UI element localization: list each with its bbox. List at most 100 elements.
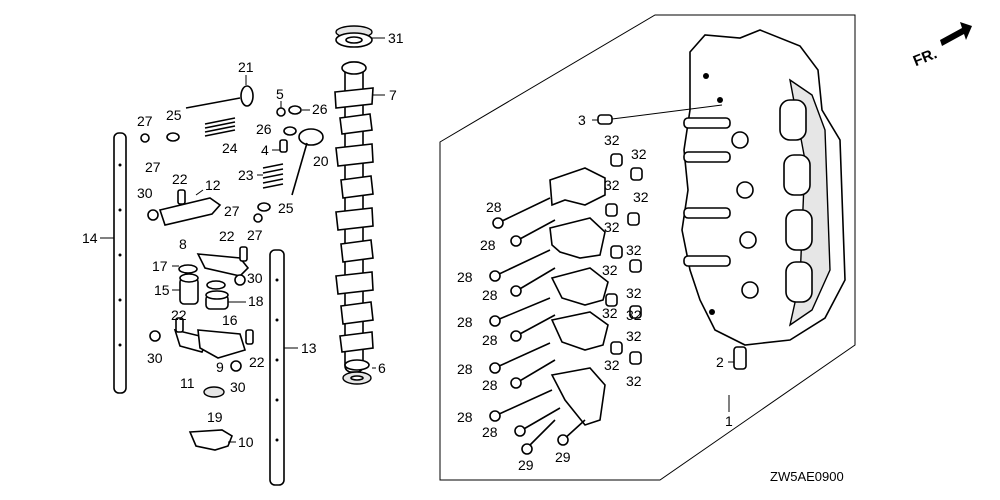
rocker-arm-12 (158, 197, 222, 226)
camshaft-holders (549, 167, 609, 426)
callout-6: 6 (378, 360, 386, 376)
head-assembly-frame (439, 14, 856, 481)
plug-32-set (605, 153, 643, 365)
callout-17: 17 (152, 258, 168, 274)
valve-spring-24 (204, 117, 236, 137)
callout-19: 19 (207, 409, 223, 425)
callout-31: 31 (388, 30, 404, 46)
callout-7: 7 (389, 87, 397, 103)
callout-5: 5 (276, 86, 284, 102)
callout-28-a: 28 (486, 199, 502, 215)
rocker-shaft-13 (269, 249, 285, 486)
callout-4: 4 (261, 142, 269, 158)
callout-28-h: 28 (482, 377, 498, 393)
front-label: FR. (911, 45, 940, 70)
callout-29-a: 29 (518, 457, 534, 473)
collar-15 (179, 273, 199, 305)
callout-32-l: 32 (626, 373, 642, 389)
lock-nut-30 (147, 209, 246, 372)
callout-2: 2 (716, 354, 724, 370)
callout-21: 21 (238, 59, 254, 75)
oil-seal-31 (335, 25, 373, 48)
cylinder-head (681, 29, 846, 346)
collar-16 (205, 290, 229, 310)
rocker-shaft-14 (113, 132, 127, 394)
callout-30-d: 30 (230, 379, 246, 395)
retainer-25 (166, 132, 271, 212)
callout-27-c: 27 (224, 203, 240, 219)
valve-20 (291, 128, 324, 196)
retainer-26 (283, 105, 302, 136)
callout-28-f: 28 (482, 332, 498, 348)
callout-26-b: 26 (256, 121, 272, 137)
adjust-screw-22 (175, 189, 254, 345)
callout-22-b: 22 (219, 228, 235, 244)
callout-32-j: 32 (626, 307, 642, 323)
callout-26-a: 26 (312, 101, 328, 117)
callout-32-i: 32 (626, 328, 642, 344)
callout-28-j: 28 (482, 424, 498, 440)
dowel-pin-2 (733, 346, 747, 370)
callout-8: 8 (179, 236, 187, 252)
callout-30-c: 30 (147, 350, 163, 366)
callout-18: 18 (248, 293, 264, 309)
callout-30-b: 30 (247, 270, 263, 286)
callout-28-d: 28 (482, 287, 498, 303)
callout-32-f: 32 (602, 262, 618, 278)
callout-28-c: 28 (457, 269, 473, 285)
callout-14: 14 (82, 230, 98, 246)
callout-32-k: 32 (604, 357, 620, 373)
callout-32-a: 32 (604, 132, 620, 148)
callout-32-e: 32 (604, 219, 620, 235)
callout-25-b: 25 (278, 200, 294, 216)
callout-27-a: 27 (137, 113, 153, 129)
clamp-10 (188, 429, 233, 451)
callout-20: 20 (313, 153, 329, 169)
callout-32-g: 32 (626, 285, 642, 301)
callout-22-d: 22 (249, 354, 265, 370)
callout-32-m: 32 (626, 242, 642, 258)
callout-16: 16 (222, 312, 238, 328)
seal-4 (279, 139, 288, 153)
callout-32-b: 32 (631, 146, 647, 162)
washer-18-ring (206, 280, 226, 290)
callout-9: 9 (216, 359, 224, 375)
rocker-arm-9 (197, 329, 247, 359)
callout-13: 13 (301, 340, 317, 356)
bolt-28-set (489, 197, 561, 437)
callout-28-g: 28 (457, 361, 473, 377)
callout-27-d: 27 (247, 227, 263, 243)
callout-1: 1 (725, 413, 733, 429)
callout-22-c: 22 (171, 307, 187, 323)
callout-11: 11 (180, 375, 195, 391)
valve-21 (185, 85, 254, 109)
callout-10: 10 (238, 434, 254, 450)
cotter-5 (276, 107, 286, 117)
callout-32-h: 32 (602, 305, 618, 321)
camshaft (334, 61, 374, 373)
head-studs (683, 117, 731, 267)
callout-28-e: 28 (457, 314, 473, 330)
washer-17 (178, 264, 198, 274)
callout-30-a: 30 (137, 185, 153, 201)
front-arrow-icon (940, 22, 972, 46)
callout-28-b: 28 (480, 237, 496, 253)
callout-29-b: 29 (555, 449, 571, 465)
callout-25-a: 25 (166, 107, 182, 123)
callout-28-i: 28 (457, 409, 473, 425)
cotter-27 (140, 133, 263, 223)
oil-seal-6 (342, 359, 372, 385)
callout-23: 23 (238, 167, 254, 183)
callout-32-c: 32 (604, 177, 620, 193)
callout-22-a: 22 (172, 171, 188, 187)
callout-3: 3 (578, 112, 586, 128)
bolt-29-set (521, 419, 586, 455)
callout-32-d: 32 (633, 189, 649, 205)
callout-12: 12 (205, 177, 221, 193)
callout-15: 15 (154, 282, 170, 298)
callout-24: 24 (222, 140, 238, 156)
diagram-code: ZW5AE0900 (770, 469, 844, 484)
washer-19 (203, 386, 225, 398)
